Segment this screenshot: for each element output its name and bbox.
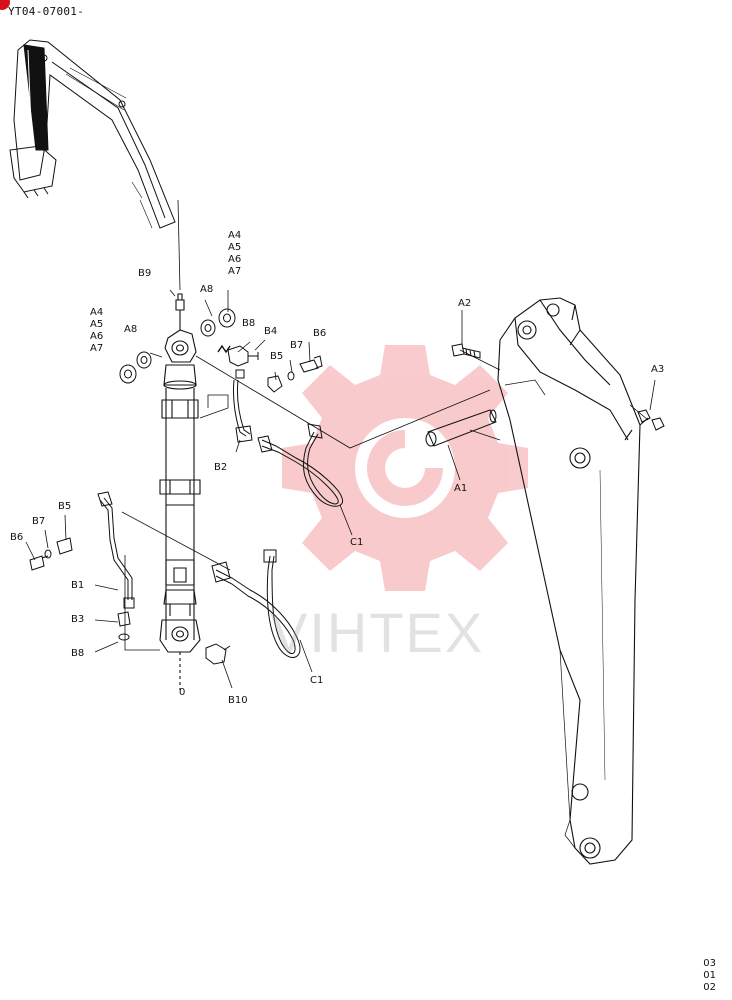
label-a8-top: A8 xyxy=(200,284,214,295)
label-b3: B3 xyxy=(71,614,85,625)
label-b5-right: B5 xyxy=(270,351,284,362)
label-a6-left: A6 xyxy=(90,331,104,342)
page-code-3: 02 xyxy=(703,982,716,993)
arm-cylinder xyxy=(159,293,201,690)
label-b8-left: B8 xyxy=(71,648,85,659)
label-a3: A3 xyxy=(651,364,665,375)
page-code-2: 01 xyxy=(703,970,716,981)
label-a4-left: A4 xyxy=(90,307,104,318)
label-zero: 0 xyxy=(179,687,186,698)
label-b6-left: B6 xyxy=(10,532,24,543)
excavator-thumbnail xyxy=(9,39,176,229)
label-c1-lower: C1 xyxy=(310,675,324,686)
label-b10: B10 xyxy=(228,695,248,706)
label-a7-top: A7 xyxy=(228,266,242,277)
leader-lines xyxy=(25,199,656,689)
label-a1: A1 xyxy=(454,483,468,494)
label-b6-right: B6 xyxy=(313,328,327,339)
label-a8-left: A8 xyxy=(124,324,138,335)
label-a2: A2 xyxy=(458,298,472,309)
label-b4: B4 xyxy=(264,326,278,337)
diagram-code: YT04-07001- xyxy=(8,5,85,18)
label-b7-left: B7 xyxy=(32,516,46,527)
label-a7-left: A7 xyxy=(90,343,104,354)
label-b2: B2 xyxy=(214,462,228,473)
watermark-gear-logo xyxy=(282,345,528,591)
label-a5-left: A5 xyxy=(90,319,104,330)
label-b8-top: B8 xyxy=(242,318,256,329)
label-a5-top: A5 xyxy=(228,242,242,253)
label-b7-right: B7 xyxy=(290,340,304,351)
small-parts xyxy=(29,308,665,665)
hoses-and-tubes xyxy=(97,379,344,658)
page-code-1: 03 xyxy=(703,958,716,969)
label-c1-upper: C1 xyxy=(350,537,364,548)
label-a6-top: A6 xyxy=(228,254,242,265)
label-b1: B1 xyxy=(71,580,85,591)
red-corner-mark xyxy=(0,0,10,10)
label-b9: B9 xyxy=(138,268,152,279)
label-b5-left: B5 xyxy=(58,501,72,512)
arm-structure xyxy=(497,297,649,865)
watermark-text: VIHTEX xyxy=(270,601,485,664)
label-a4-top: A4 xyxy=(228,230,242,241)
